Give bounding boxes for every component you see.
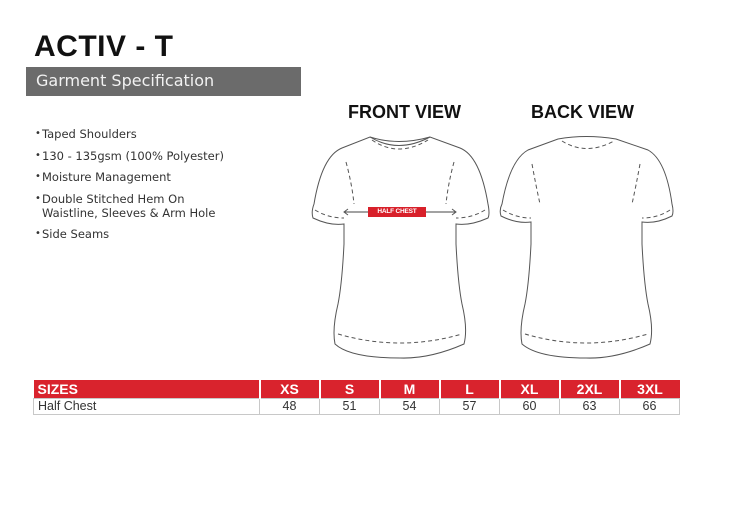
sizes-header: SIZES (33, 380, 261, 398)
size-header-xs: XS (259, 380, 321, 398)
size-header-xl: XL (499, 380, 561, 398)
front-tshirt-icon (311, 136, 490, 359)
front-view-label: FRONT VIEW (348, 102, 461, 122)
cell-value: 60 (499, 397, 560, 415)
table-row: Half Chest 48 51 54 57 60 63 66 (33, 397, 680, 415)
subtitle-bar: Garment Specification (26, 67, 301, 96)
back-tshirt-icon (499, 136, 674, 359)
size-header-row: SIZES XS S M L XL 2XL 3XL (33, 380, 680, 398)
back-view-label: BACK VIEW (531, 102, 634, 122)
feature-item: Moisture Management (35, 170, 224, 184)
product-title: ACTIV - T (34, 30, 174, 63)
size-header-l: L (439, 380, 501, 398)
size-table: SIZES XS S M L XL 2XL 3XL Half Chest 48 … (33, 380, 680, 415)
size-header-s: S (319, 380, 381, 398)
cell-value: 63 (559, 397, 620, 415)
size-header-m: M (379, 380, 441, 398)
row-label: Half Chest (33, 397, 260, 415)
half-chest-badge: HALF CHEST (368, 207, 426, 217)
cell-value: 51 (319, 397, 380, 415)
feature-item: Taped Shoulders (35, 127, 224, 141)
feature-item: 130 - 135gsm (100% Polyester) (35, 149, 224, 163)
size-header-3xl: 3XL (619, 380, 680, 398)
subtitle: Garment Specification (36, 71, 215, 90)
cell-value: 54 (379, 397, 440, 415)
feature-list: Taped Shoulders 130 - 135gsm (100% Polye… (35, 127, 224, 249)
feature-item: Side Seams (35, 227, 224, 241)
size-header-2xl: 2XL (559, 380, 621, 398)
cell-value: 48 (259, 397, 320, 415)
cell-value: 66 (619, 397, 680, 415)
cell-value: 57 (439, 397, 500, 415)
